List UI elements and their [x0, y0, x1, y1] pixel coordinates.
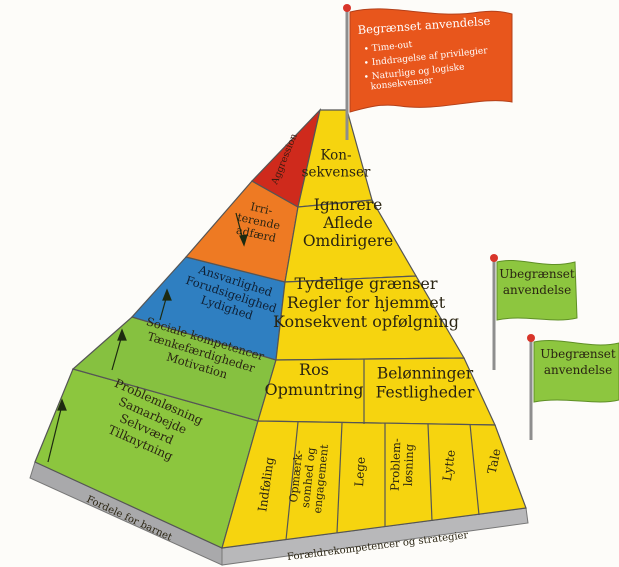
cell-divider	[336, 422, 343, 534]
cell-divider	[285, 421, 299, 541]
cell-divider	[427, 423, 433, 522]
front-level-5	[221, 420, 527, 549]
bottom-cell-text: Lege	[352, 456, 368, 487]
flag-green-1	[496, 259, 578, 321]
bottom-cell-text: Tale	[485, 447, 504, 475]
bottom-cell-text: Problem-løsning	[388, 438, 417, 492]
side-arrows	[47, 212, 248, 463]
flag-pole-knob	[343, 4, 351, 12]
cell-divider	[469, 423, 480, 516]
flag-pole-knob	[490, 254, 498, 262]
flag-green-2	[533, 339, 619, 403]
front-level-1-text: Kon-sekvenser	[302, 148, 371, 181]
flag-red	[349, 8, 513, 113]
bottom-cell-text: Lytte	[440, 449, 458, 482]
bottom-cell-text: Opmærk-somhed ogengagement	[286, 441, 331, 514]
flag-pole-knob	[527, 334, 535, 342]
